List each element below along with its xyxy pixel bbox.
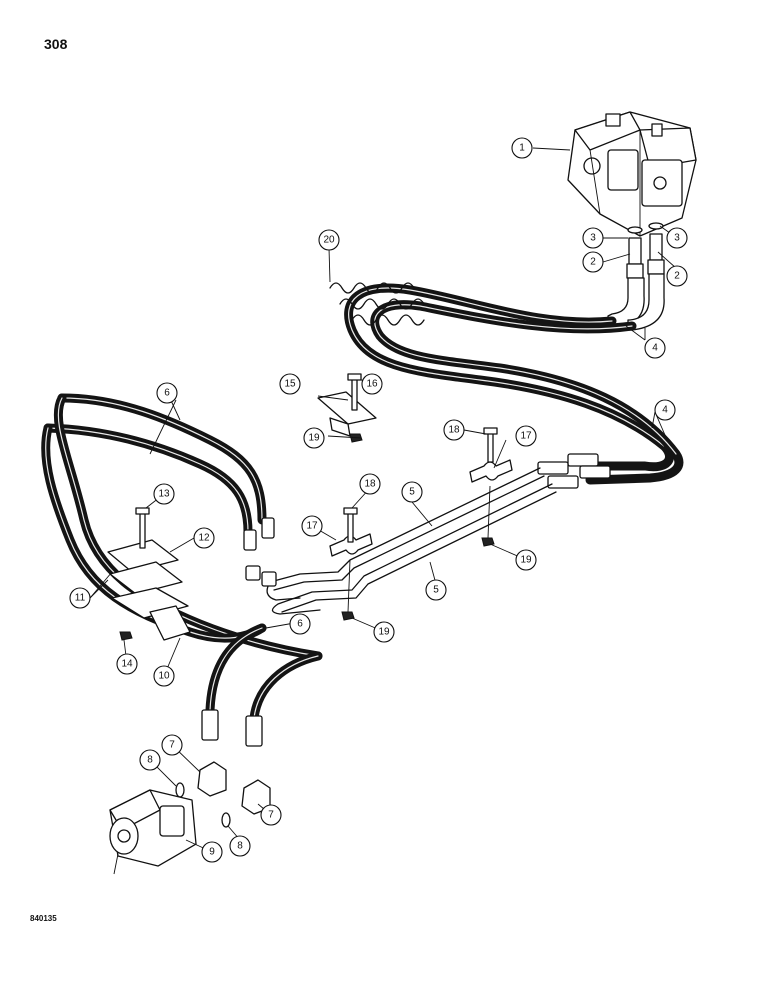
svg-text:10: 10 (158, 671, 170, 682)
svg-text:6: 6 (164, 388, 170, 399)
svg-text:8: 8 (147, 755, 153, 766)
svg-text:19: 19 (308, 433, 320, 444)
callout-13: 13 (153, 483, 175, 505)
motor (109, 789, 197, 875)
svg-text:19: 19 (520, 555, 532, 566)
callout-1: 1 (511, 137, 533, 159)
callout-17: 17 (301, 515, 323, 537)
svg-text:11: 11 (75, 593, 86, 604)
callout-12: 12 (193, 527, 215, 549)
callout-19: 19 (303, 427, 325, 449)
svg-text:4: 4 (662, 405, 668, 416)
svg-text:7: 7 (169, 740, 175, 751)
clamp-assembly (107, 507, 191, 641)
callout-3: 3 (666, 227, 688, 249)
svg-text:3: 3 (590, 233, 596, 244)
callout-4: 4 (644, 337, 666, 359)
callout-7: 7 (260, 804, 282, 826)
callout-4: 4 (654, 399, 676, 421)
svg-text:15: 15 (284, 379, 296, 390)
callout-6: 6 (289, 613, 311, 635)
svg-text:17: 17 (306, 521, 318, 532)
motor-fittings (175, 761, 271, 828)
svg-text:19: 19 (378, 627, 390, 638)
callout-2: 2 (666, 265, 688, 287)
hoses-4 (344, 283, 684, 485)
clamps (329, 427, 513, 621)
callout-15: 15 (279, 373, 301, 395)
svg-text:6: 6 (297, 619, 303, 630)
pump-fittings (607, 222, 665, 331)
svg-text:16: 16 (366, 379, 378, 390)
svg-text:9: 9 (209, 847, 215, 858)
callout-10: 10 (153, 665, 175, 687)
callout-18: 18 (359, 473, 381, 495)
svg-text:20: 20 (323, 235, 335, 246)
callout-17: 17 (515, 425, 537, 447)
callout-19: 19 (515, 549, 537, 571)
svg-text:17: 17 (520, 431, 532, 442)
svg-text:5: 5 (433, 585, 439, 596)
tubes-5 (266, 467, 557, 615)
svg-text:2: 2 (674, 271, 680, 282)
svg-text:7: 7 (268, 810, 274, 821)
callout-11: 11 (69, 587, 91, 609)
callout-16: 16 (361, 373, 383, 395)
callout-9: 9 (201, 841, 223, 863)
callout-14: 14 (116, 653, 138, 675)
callout-5: 5 (401, 481, 423, 503)
pump (567, 111, 697, 237)
svg-text:3: 3 (674, 233, 680, 244)
callout-3: 3 (582, 227, 604, 249)
svg-text:8: 8 (237, 841, 243, 852)
svg-text:4: 4 (652, 343, 658, 354)
svg-text:12: 12 (198, 533, 210, 544)
svg-text:14: 14 (121, 659, 133, 670)
callout-8: 8 (229, 835, 251, 857)
callout-8: 8 (139, 749, 161, 771)
callout-2: 2 (582, 251, 604, 273)
bottom-ferrules (201, 709, 263, 747)
callout-7: 7 (161, 734, 183, 756)
svg-text:13: 13 (158, 489, 170, 500)
callout-20: 20 (318, 229, 340, 251)
figure-code: 840135 (30, 914, 57, 923)
svg-text:2: 2 (590, 257, 596, 268)
svg-text:18: 18 (364, 479, 376, 490)
spring-guard (329, 282, 425, 326)
hose4-end-fittings (537, 453, 611, 489)
callout-5: 5 (425, 579, 447, 601)
svg-text:5: 5 (409, 487, 415, 498)
svg-text:1: 1 (519, 143, 525, 154)
page-number: 308 (44, 36, 68, 52)
hose6-end-fittings (243, 517, 277, 587)
callout-19: 19 (373, 621, 395, 643)
svg-text:18: 18 (448, 425, 460, 436)
callout-18: 18 (443, 419, 465, 441)
hoses-6 (41, 393, 323, 723)
callout-6: 6 (156, 382, 178, 404)
